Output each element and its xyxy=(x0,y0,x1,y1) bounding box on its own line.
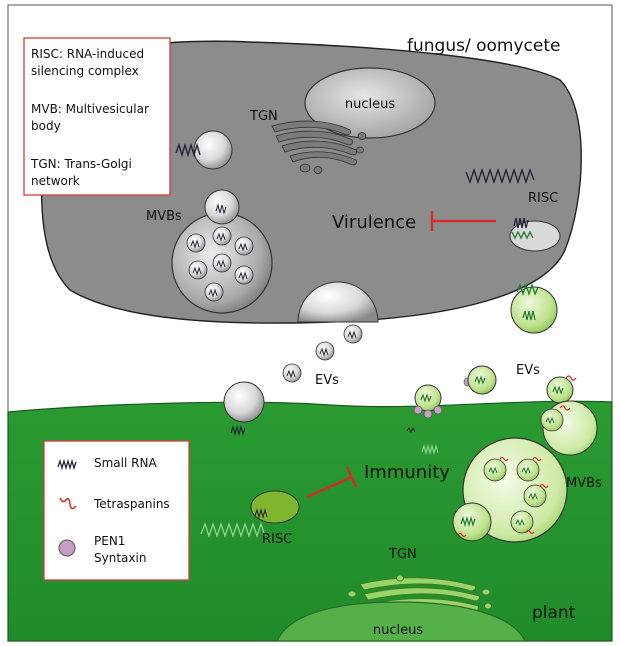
small-rna-icon xyxy=(200,521,266,539)
legend-tetraspanins: Tetraspanins xyxy=(93,497,170,511)
fungal-vesicle xyxy=(193,130,233,170)
small-rna-icon xyxy=(190,203,248,298)
small-rna-icon xyxy=(522,310,536,321)
plant-risc xyxy=(250,490,300,524)
glossary: RISC: RNA-induced silencing complex MVB:… xyxy=(30,47,149,188)
small-rna-icon xyxy=(286,330,357,379)
virulence-label: Virulence xyxy=(332,212,416,233)
glossary-tgn-line2: network xyxy=(31,174,80,188)
small-rna-icon xyxy=(516,282,539,297)
glossary-mvb-line2: body xyxy=(31,119,61,133)
fungus-region-label: fungus/ oomycete xyxy=(407,36,560,56)
glossary-risc-line2: silencing complex xyxy=(31,64,139,78)
plant-tgn-label: TGN xyxy=(388,547,417,562)
small-rna-icon xyxy=(465,167,535,185)
fungal-nucleus xyxy=(304,67,436,139)
fungal-risc-label: RISC xyxy=(528,191,558,206)
fusing-fungal-ev xyxy=(223,381,265,423)
fungal-risc xyxy=(509,220,561,252)
inhibition-arrow-icon xyxy=(306,466,358,499)
small-rna-icon xyxy=(421,443,439,456)
small-rna-icon xyxy=(406,426,416,434)
fungal-nucleus-label: nucleus xyxy=(345,97,395,112)
fungal-tgn xyxy=(271,120,367,174)
glossary-tgn-line1: TGN: Trans-Golgi xyxy=(30,157,132,171)
immunity-label: Immunity xyxy=(364,462,450,483)
small-rna-icon xyxy=(511,230,534,240)
legend-syntaxin: Syntaxin xyxy=(94,551,146,565)
small-rna-icon xyxy=(175,142,201,158)
small-rna-icon xyxy=(545,416,555,425)
legend-box xyxy=(43,440,190,581)
plant-evs-label: EVs xyxy=(516,363,540,378)
fungal-mvbs-label: MVBs xyxy=(146,209,182,224)
fungal-budding-ev xyxy=(297,281,379,323)
glossary-mvb-line1: MVB: Multivesicular xyxy=(31,102,149,116)
pen1-syntaxin-icon xyxy=(58,539,76,557)
plant-region-label: plant xyxy=(532,603,576,623)
plant-risc-label: RISC xyxy=(262,532,292,547)
plant-mvb-intraluminal-vesicles xyxy=(483,458,547,534)
fungal-evs-label: EVs xyxy=(315,373,339,388)
small-rna-icon xyxy=(420,393,432,403)
small-rna-icon xyxy=(488,466,538,527)
tetraspanin-icon xyxy=(59,497,77,510)
plant-mvbs-label: MVBs xyxy=(566,476,602,491)
plant-nucleus-label: nucleus xyxy=(373,623,423,638)
inhibition-arrow-icon xyxy=(430,211,496,231)
plant-nucleus xyxy=(276,601,526,642)
small-rna-icon xyxy=(57,458,77,471)
glossary-risc-line1: RISC: RNA-induced xyxy=(31,47,144,61)
fungal-green-ev xyxy=(510,286,558,334)
small-rna-icon xyxy=(552,385,564,395)
tetraspanin-icon xyxy=(565,375,577,381)
small-rna-icon xyxy=(230,424,246,437)
small-rna-icon xyxy=(460,515,476,528)
tetraspanin-icon xyxy=(457,532,467,538)
glossary-box xyxy=(23,37,171,196)
tetraspanin-icon xyxy=(559,405,571,411)
small-rna-icon xyxy=(474,375,486,385)
small-rna-icon xyxy=(513,217,529,229)
small-rna-icon xyxy=(254,507,268,520)
fungal-tgn-label: TGN xyxy=(249,109,278,124)
tetraspanin-icon xyxy=(499,456,549,535)
legend-pen1: PEN1 xyxy=(94,534,125,548)
legend-small-rna: Small RNA xyxy=(94,456,157,470)
